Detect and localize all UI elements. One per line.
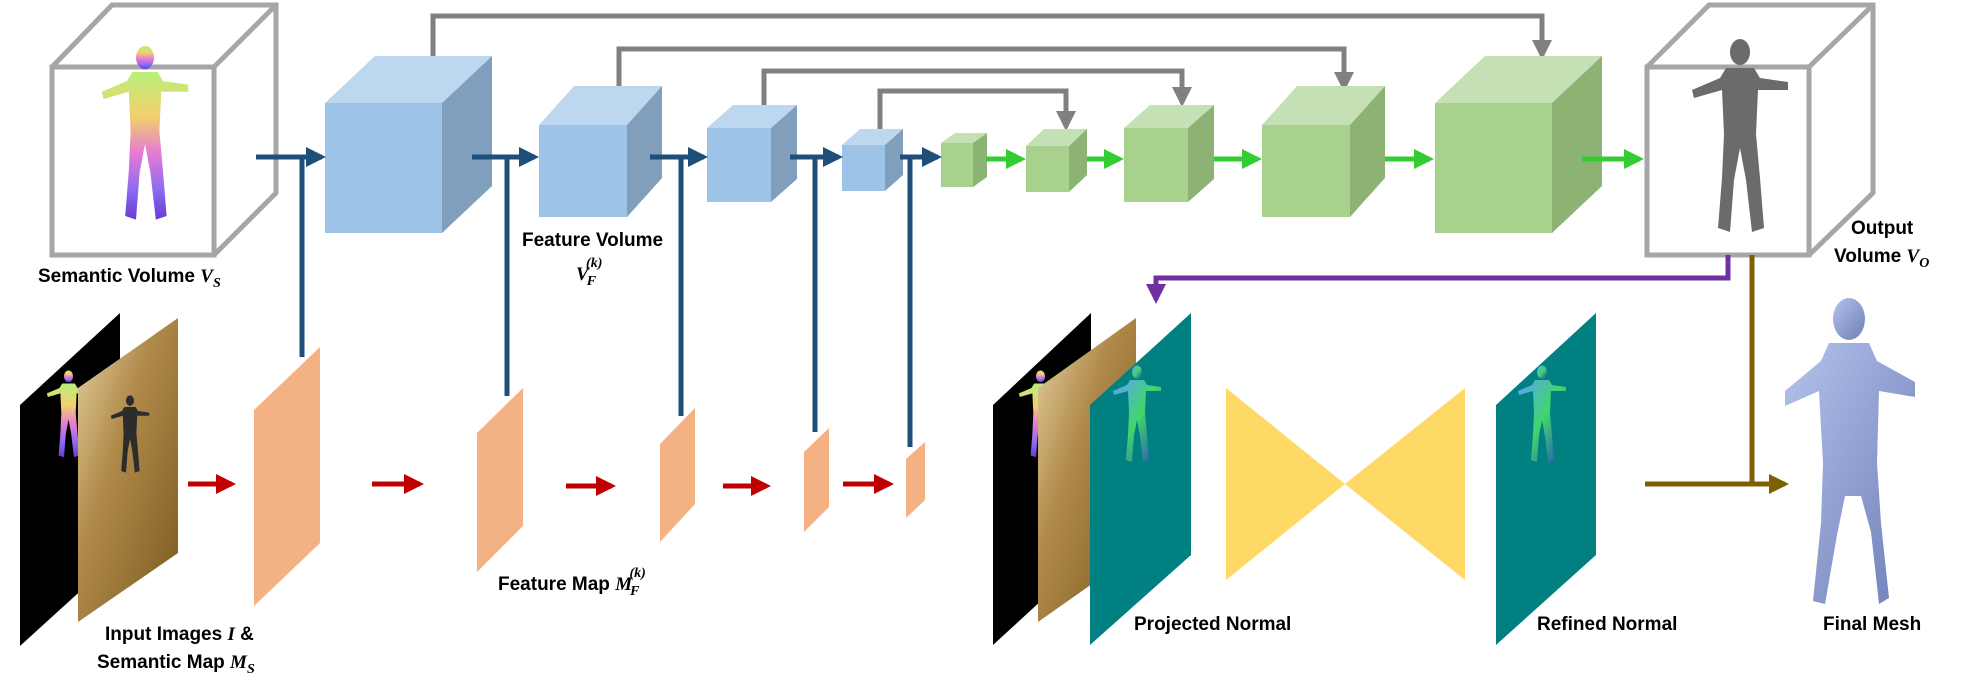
blue-cube-2 — [539, 86, 662, 217]
bowtie-encoder — [1226, 388, 1345, 580]
feature-map-label: Feature Map MF(k) — [498, 566, 646, 599]
feature-map-3 — [660, 408, 695, 542]
refined-normal — [1496, 313, 1596, 645]
green-cube-5 — [1435, 56, 1602, 233]
skip-connection-3 — [761, 68, 1192, 107]
blue-cube-1 — [325, 56, 492, 233]
image-feature-arrows — [188, 474, 894, 496]
feature-map-connections — [299, 157, 913, 447]
blue-cube-3 — [707, 105, 797, 202]
feature-map-2 — [477, 388, 523, 572]
feature-maps — [254, 347, 925, 606]
feature-map-1 — [254, 347, 320, 606]
refined-normal-label: Refined Normal — [1537, 614, 1677, 635]
feature-volume-label: Feature Volume — [522, 230, 663, 251]
green-cube-1 — [941, 133, 987, 187]
projected-normal-stack — [993, 313, 1191, 645]
projected-normal-label: Projected Normal — [1134, 614, 1291, 635]
bowtie-decoder — [1345, 388, 1465, 580]
input-images-label: Input Images I & — [105, 624, 254, 645]
mesh-arrows — [1645, 255, 1789, 494]
skip-connection-2 — [616, 46, 1354, 92]
rgb-input-image — [78, 318, 178, 622]
refined-normal-image — [1496, 313, 1596, 645]
decoder-cubes — [941, 56, 1602, 233]
feature-map-5 — [906, 442, 925, 518]
semantic-map-label: Semantic Map MS — [97, 652, 255, 677]
output-volume-label: Volume VO — [1834, 246, 1929, 271]
semantic-human-figure — [101, 45, 189, 220]
blue-cube-4 — [842, 129, 903, 191]
skip-connection-4 — [877, 88, 1076, 131]
output-label-line1: Output — [1851, 218, 1914, 239]
green-cube-2 — [1026, 129, 1087, 192]
green-cube-4 — [1262, 86, 1385, 217]
semantic-volume-cube — [49, 2, 279, 258]
final-mesh-label: Final Mesh — [1823, 614, 1921, 635]
encoder-cubes — [325, 56, 903, 233]
feature-volume-symbol: VF(k) — [576, 256, 602, 289]
green-cube-3 — [1124, 105, 1214, 202]
semantic-volume-label: Semantic Volume VS — [38, 266, 221, 291]
final-mesh — [1785, 298, 1915, 604]
projected-normal-image — [1090, 313, 1191, 645]
skip-connection-1 — [430, 13, 1552, 60]
input-images — [20, 313, 178, 646]
refinement-network — [1226, 388, 1465, 580]
projection-arrow — [1146, 255, 1731, 304]
skip-connections — [430, 13, 1552, 131]
feature-map-4 — [804, 428, 829, 532]
